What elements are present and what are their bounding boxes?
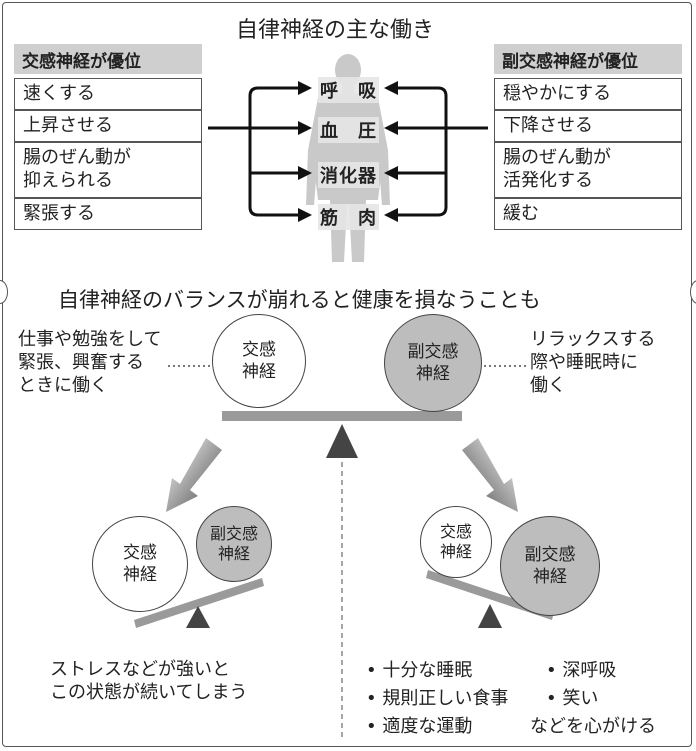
parasympathetic-arrows: [396, 86, 488, 217]
organ-digestion: 消化器: [318, 162, 379, 188]
main-balance-beam: [222, 411, 462, 421]
left-fulcrum: [186, 606, 210, 628]
left-tilted-beam: [134, 578, 264, 628]
sympathetic-effect-digestion: 腸のぜん動が 抑えられる: [14, 142, 202, 198]
parasympathetic-circle-left: 副交感 神経: [196, 506, 272, 582]
balance-title: 自律神経のバランスが崩れると健康を損なうことも: [58, 288, 541, 312]
main-title: 自律神経の主な働き: [236, 18, 435, 43]
sympathetic-note: 仕事や勉強をして 緊張、興奮する ときに働く: [18, 329, 162, 396]
organ-breathing: 呼 吸: [318, 77, 379, 103]
sympathetic-circle-right: 交感 神経: [420, 506, 492, 578]
sympathetic-effect-breathing: 速くする: [14, 78, 202, 110]
parasympathetic-header: 副交感神経が優位: [494, 44, 682, 74]
parasympathetic-note: リラックスする 際や睡眠時に 働く: [530, 329, 656, 396]
sympathetic-arrows: [208, 86, 300, 217]
parasympathetic-effect-muscle: 緩む: [494, 198, 682, 230]
tip-sleep: • 十分な睡眠: [366, 660, 473, 681]
sympathetic-effect-blood-pressure: 上昇させる: [14, 110, 202, 142]
sympathetic-circle-left: 交感 神経: [92, 516, 188, 612]
tip-meals: • 規則正しい食事: [366, 688, 509, 709]
parasympathetic-effect-blood-pressure: 下降させる: [494, 110, 682, 142]
right-fulcrum: [478, 604, 502, 628]
tip-exercise: • 適度な運動: [366, 716, 473, 737]
sympathetic-circle-top: 交感 神経: [212, 314, 306, 408]
organ-muscle: 筋 肉: [318, 204, 379, 230]
parasympathetic-circle-right: 副交感 神経: [500, 516, 600, 616]
parasympathetic-circle-top: 副交感 神経: [384, 314, 482, 412]
organ-blood-pressure: 血 圧: [318, 117, 379, 143]
tip-laughter: • 笑い: [546, 688, 599, 709]
tip-deep-breathing: • 深呼吸: [546, 660, 617, 681]
right-outcome-arrow: [462, 438, 518, 512]
sympathetic-effect-muscle: 緊張する: [14, 198, 202, 230]
left-outcome-text: ストレスなどが強いと この状態が続いてしまう: [50, 659, 248, 703]
parasympathetic-effect-digestion: 腸のぜん動が 活発化する: [494, 142, 682, 198]
parasympathetic-effect-breathing: 穏やかにする: [494, 78, 682, 110]
main-fulcrum: [326, 424, 358, 458]
tips-suffix: などを心がける: [530, 716, 656, 737]
sympathetic-header: 交感神経が優位: [14, 44, 202, 74]
left-outcome-arrow: [166, 438, 222, 512]
